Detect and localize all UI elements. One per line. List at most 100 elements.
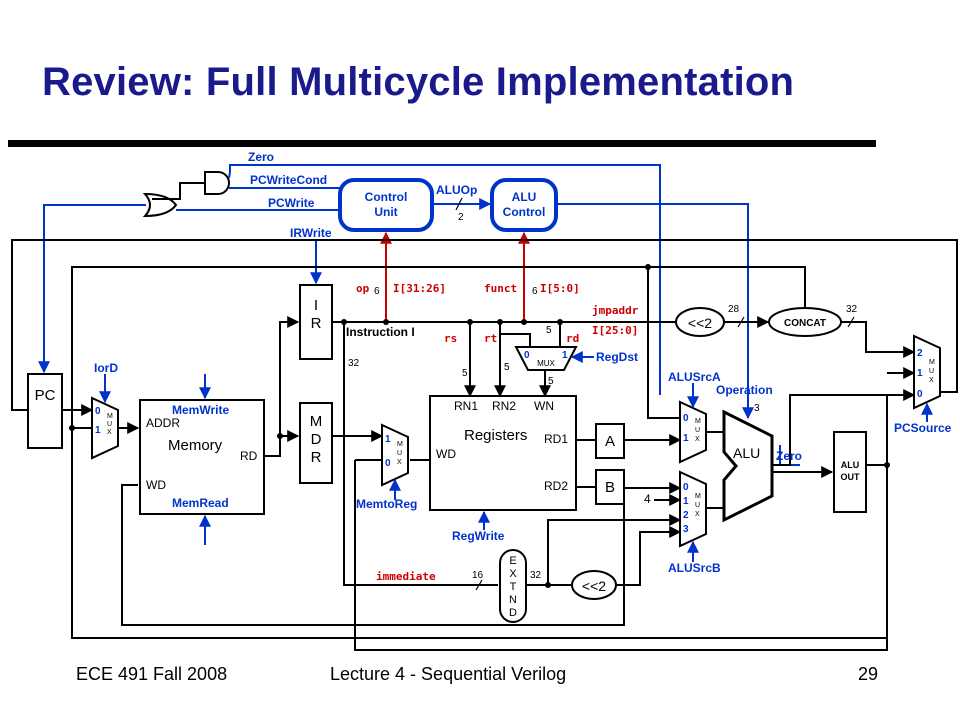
rt-to-dstmux-wire [500,333,531,347]
alusrcb-mux-in-0: 0 [683,482,689,493]
iord-mux-u: U [107,421,112,428]
ir-to-extend-wire [343,322,498,586]
field-funct-bits: I[5:0] [540,282,580,295]
signal-irwrite: IRWrite [290,226,332,240]
const-four: 4 [644,492,651,506]
field-op-bits: I[31:26] [393,282,446,295]
memtoreg-mux-x: X [397,459,402,466]
junction-memrd [277,433,283,439]
slide-title: Review: Full Multicycle Implementation [42,60,795,104]
junction-op [383,319,389,325]
regdst-mux-in-0: 0 [524,350,530,361]
alu-unit [722,409,774,523]
junction-rs [467,319,473,325]
registers-wn: WN [534,399,554,413]
jump-shifter-label: <<2 [688,315,712,331]
mdr-label-r: R [311,449,322,466]
pc-update-loop [11,239,958,411]
memory-block [139,399,265,515]
junction-ext-out [545,582,551,588]
signal-pcwrite: PCWrite [268,196,315,210]
alu-out-label-1: ALU [841,460,860,470]
field-jmp-bits: I[25:0] [592,324,638,337]
regdst-mux-in-1: 1 [562,350,568,361]
signal-pcwritecond: PCWriteCond [250,173,327,187]
aluop-width-tick [455,197,463,211]
iord-mux [91,396,119,460]
alusrca-mux-x: X [695,436,700,443]
alusrca-mux-in-1: 1 [683,433,689,444]
signal-memtoreg: MemtoReg [356,497,417,511]
alu-out-register [833,431,867,513]
ir-register [299,284,333,360]
pcsource-mux [913,334,941,410]
memrd-to-ir-wire [264,316,300,457]
title-rule [8,140,876,147]
mdr-label-m: M [310,413,323,430]
registers-rn1: RN1 [454,399,478,413]
extend-t: T [510,581,517,593]
memory-addr: ADDR [146,416,180,430]
signal-zero-alu: Zero [776,449,802,463]
ir-label-i: I [314,297,318,314]
width-rd: 5 [546,325,552,336]
alu-label: ALU [733,445,760,461]
pc-label: PC [35,387,56,404]
mdr-register [299,402,333,484]
pc-register [27,373,63,449]
reg-b-label: B [605,479,615,496]
and-gate [204,171,230,195]
footer-course: ECE 491 Fall 2008 [76,664,228,684]
alusrca-mux-m: M [695,418,701,425]
width-ext: 32 [530,570,542,581]
extend-x: X [509,568,517,580]
field-funct: funct [484,282,517,295]
signal-operation: Operation [716,383,773,397]
regdst-mux-label: MUX [537,359,555,368]
regdst-mux [514,346,578,371]
iord-mux-in-0: 0 [95,406,101,417]
control-unit-label-2: Unit [374,205,397,219]
register-file [429,395,577,511]
junction-rt [497,319,503,325]
width-alu-op: 3 [754,403,760,414]
width-rs: 5 [462,368,468,379]
imm-tick [475,579,483,591]
pcsource-mux-in-2: 2 [917,348,923,359]
top-inner-loop [71,266,806,428]
pcsource-mux-m: M [929,359,935,366]
width-imm: 16 [472,570,484,581]
field-rt: rt [484,332,497,345]
iord-mux-m: M [107,413,113,420]
concat-label: CONCAT [784,318,826,329]
memory-rd: RD [240,449,258,463]
memtoreg-mux-m: M [397,441,403,448]
junction-pcrow [69,425,75,431]
and-in-wire [228,171,231,179]
aluout-feed-wdmux-wire [354,460,888,651]
memtoreg-mux-in-1: 1 [385,434,391,445]
control-section: Control Unit ALU Control Zero PCWriteCon… [38,150,800,466]
width-rt: 5 [504,362,510,373]
signal-alusrcb: ALUSrcB [668,561,721,575]
alusrcb-mux-m: M [695,493,701,500]
alusrcb-mux-in-2: 2 [683,510,689,521]
junction-ext [341,319,347,325]
w28-tick [737,316,745,328]
reg-b [595,469,625,505]
extend-to-srcbmux-wire [547,514,682,585]
mdr-label-d: D [311,431,322,448]
w32-tick [847,316,855,328]
alusrca-mux [679,400,707,464]
registers-name: Registers [464,427,527,444]
or-to-pc-wire [38,204,146,374]
width-funct: 6 [532,286,538,297]
junction-funct [521,319,527,325]
field-immediate: immediate [376,570,436,583]
signal-memread: MemRead [172,496,229,510]
width-32-concat: 32 [846,304,858,315]
shift-to-srcbmux-wire [616,526,682,586]
memory-name: Memory [168,437,223,454]
extend-n: N [509,594,517,606]
